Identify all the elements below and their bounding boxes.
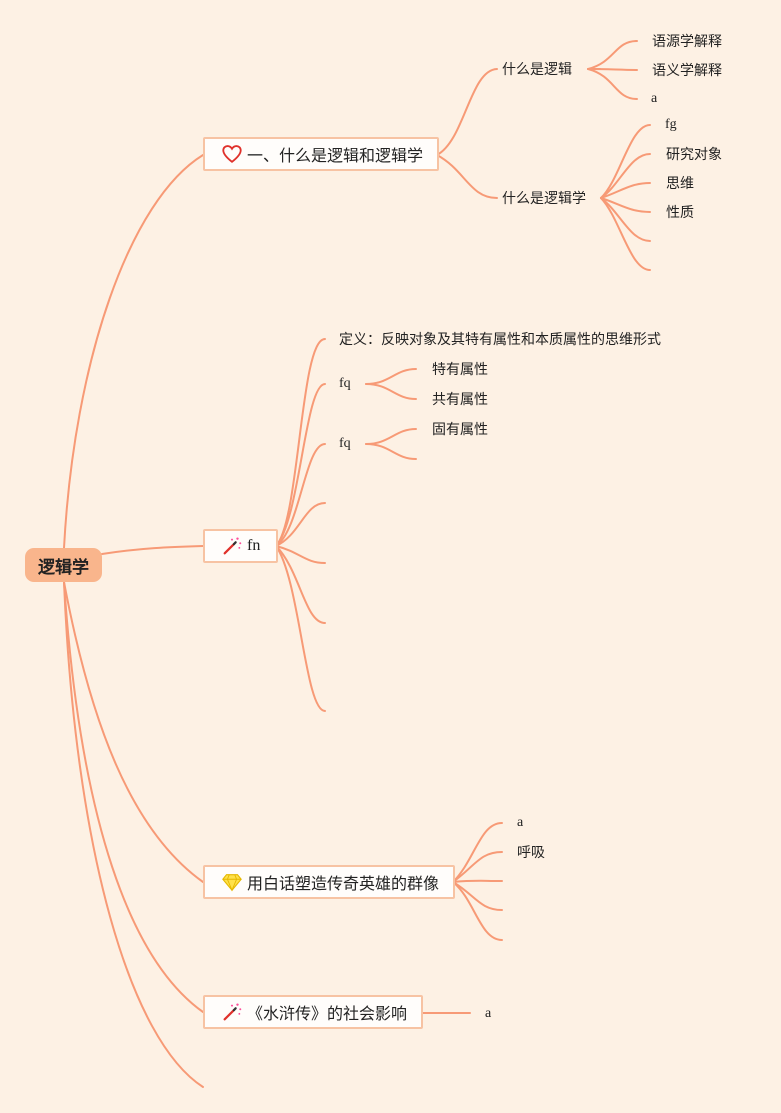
main-topic-3-label: 用白话塑造传奇英雄的群像 [247, 876, 440, 893]
leaf-fg[interactable]: fg [665, 117, 677, 132]
main-topic-2[interactable]: fn [203, 529, 279, 563]
subtopic-fq-1[interactable]: fq [339, 376, 351, 391]
leaf-specific-attribute[interactable]: 特有属性 [432, 361, 488, 377]
diamond-icon [221, 871, 243, 893]
leaf-inherent-attribute[interactable]: 固有属性 [432, 421, 488, 437]
root-topic[interactable]: 逻辑学 [25, 548, 102, 582]
leaf-a[interactable]: a [485, 1006, 492, 1021]
root-label: 逻辑学 [38, 557, 89, 577]
leaf-thinking[interactable]: 思维 [666, 175, 694, 191]
main-topic-4-label: 《水浒传》的社会影响 [247, 1006, 408, 1023]
subtopic-fq-2[interactable]: fq [339, 436, 351, 451]
leaf-nature[interactable]: 性质 [666, 204, 694, 220]
leaf-common-attribute[interactable]: 共有属性 [432, 391, 488, 407]
leaf-breath[interactable]: 呼吸 [517, 844, 545, 860]
main-topic-2-label: fn [247, 537, 261, 554]
magic-wand-icon [221, 535, 243, 557]
leaf-research-object[interactable]: 研究对象 [666, 146, 722, 162]
subtopic-what-is-logic[interactable]: 什么是逻辑 [502, 61, 572, 77]
main-topic-1-label: 一、什么是逻辑和逻辑学 [247, 148, 424, 165]
leaf-semantics[interactable]: 语义学解释 [652, 62, 722, 78]
leaf-definition[interactable]: 定义：反映对象及其特有属性和本质属性的思维形式 [339, 331, 661, 347]
main-topic-4[interactable]: 《水浒传》的社会影响 [203, 995, 424, 1029]
magic-wand-icon [221, 1001, 243, 1023]
subtopic-what-is-logic-study[interactable]: 什么是逻辑学 [502, 190, 586, 206]
leaf-a[interactable]: a [517, 815, 524, 830]
leaf-a[interactable]: a [651, 91, 658, 106]
leaf-etymology[interactable]: 语源学解释 [652, 33, 722, 49]
main-topic-3[interactable]: 用白话塑造传奇英雄的群像 [203, 865, 456, 899]
main-topic-1[interactable]: 一、什么是逻辑和逻辑学 [203, 137, 440, 171]
heart-icon [221, 143, 243, 165]
